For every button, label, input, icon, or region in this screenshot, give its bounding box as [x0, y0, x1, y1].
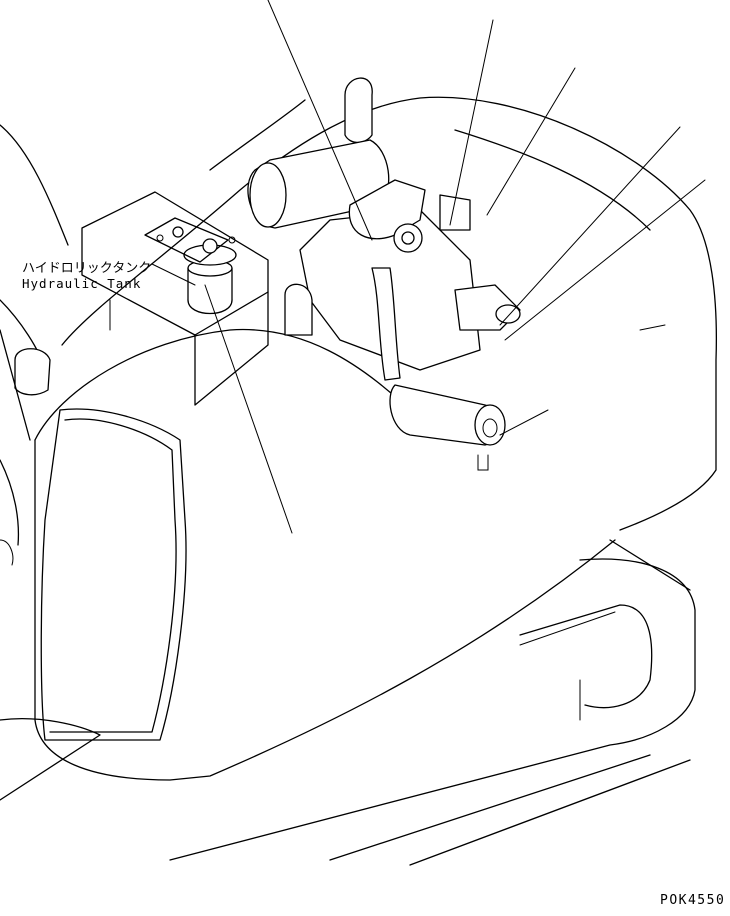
hydraulic-tank — [81, 191, 269, 406]
leader-line — [486, 67, 576, 216]
leader-line — [267, 0, 373, 241]
pump-assembly — [284, 179, 521, 381]
tank-filter — [144, 217, 237, 314]
filter-canister — [389, 384, 506, 471]
leader-line — [504, 179, 706, 341]
drawing-code: POK4550 — [660, 893, 726, 908]
side-cover — [34, 328, 616, 781]
track-frame — [0, 539, 696, 866]
leader-line — [449, 19, 494, 226]
leader-line — [499, 409, 549, 436]
boom-arm — [0, 124, 69, 566]
leader-line — [204, 284, 293, 534]
hydraulic-tank-label-jp: ハイドロリックタンク — [22, 261, 152, 276]
label-leader-line — [151, 263, 196, 286]
leader-lines — [151, 0, 706, 534]
hydraulic-tank-label-en: Hydraulic Tank — [22, 276, 142, 291]
leader-line — [499, 126, 681, 326]
